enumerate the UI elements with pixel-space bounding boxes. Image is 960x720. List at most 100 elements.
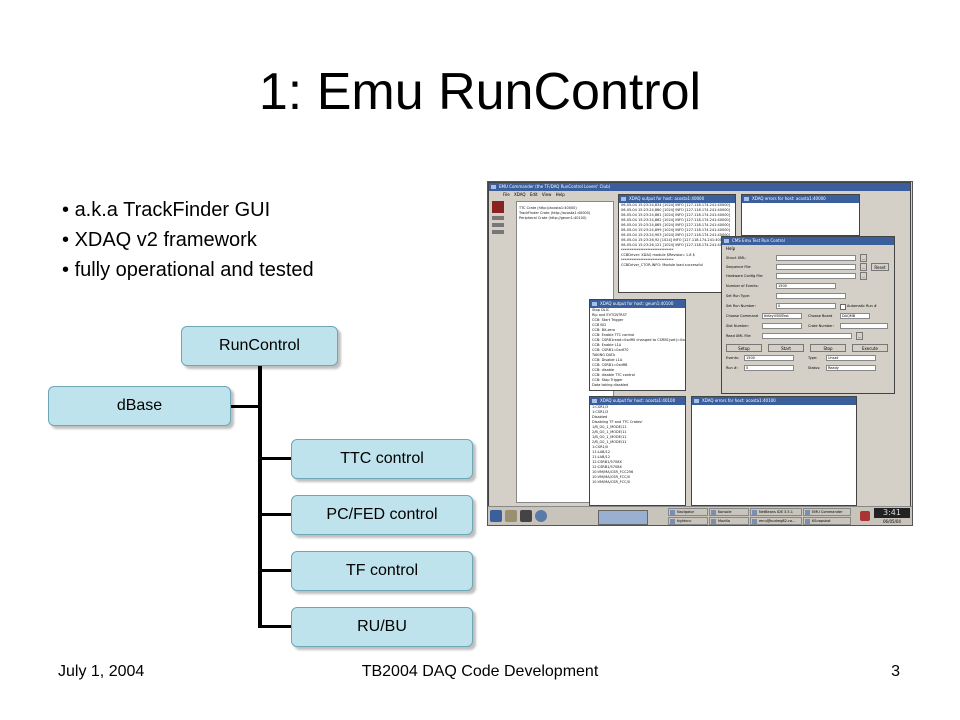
slot-number-field[interactable] — [762, 323, 802, 329]
window-icon — [744, 197, 749, 201]
crate-icon — [492, 230, 504, 234]
task-netbeans[interactable]: NetBeans IDE 3.5.1 — [750, 508, 802, 516]
connector-line — [258, 569, 291, 572]
menu-xdaq[interactable]: XDAQ — [513, 192, 526, 197]
start-menu-icon[interactable] — [490, 510, 502, 522]
task-konsole[interactable]: Konsole — [709, 508, 749, 516]
sequence-file-field[interactable] — [776, 264, 856, 270]
menu-help[interactable]: Help — [555, 192, 565, 197]
crate-number-field[interactable] — [840, 323, 888, 329]
page-number: 3 — [891, 663, 900, 680]
log-line: 10:VM/MA/CSR_FCC/0 — [592, 475, 630, 479]
run-number-label: Set Run Number: — [726, 304, 756, 308]
window-title: CMS Emu Test Run Control — [732, 238, 785, 243]
window-titlebar[interactable]: XDAQ errors for host: acosta1:40000 — [742, 195, 859, 203]
home-icon[interactable] — [505, 510, 517, 522]
task-emu-shell[interactable]: emu@burkeg82.co... — [750, 517, 802, 525]
tree-item[interactable]: Peripheral Crate (http://geum1:40100) — [519, 216, 587, 220]
menu-file[interactable]: File — [503, 192, 510, 197]
window-title: XDAQ output for host: acosta1:40000 — [629, 196, 705, 201]
task-label: Mozilla — [718, 519, 731, 523]
date: 06/05/04 — [883, 519, 901, 524]
window-title: XDAQ output for host: acosta1:40100 — [600, 398, 676, 403]
auto-run-checkbox[interactable] — [840, 304, 846, 310]
log-line: 06-05-04 15:23:26,92 [1024] INFO [127.11… — [621, 238, 728, 242]
crate-icon — [492, 223, 504, 227]
log-line: 11:LAB/12 — [592, 455, 611, 459]
log-line: 10:VM/MA/CSR_FCC/0 — [592, 480, 630, 484]
run-type-select[interactable] — [776, 293, 846, 299]
window-icon — [621, 197, 626, 201]
start-button[interactable]: Start — [768, 344, 804, 352]
pager[interactable] — [598, 510, 648, 525]
org-node-pcfed-control: PC/FED control — [291, 495, 473, 535]
task-emu-commander[interactable]: EMU Commander — [803, 508, 851, 516]
clock: 3:41 — [874, 508, 910, 518]
run-control-window: CMS Emu Test Run Control Help Struct XML… — [721, 236, 895, 394]
menu-edit[interactable]: Edit — [529, 192, 538, 197]
menu-view[interactable]: View — [541, 192, 552, 197]
org-node-runcontrol: RunControl — [181, 326, 338, 366]
task-navigator[interactable]: Navigator — [668, 508, 708, 516]
log-line: 1/B_G0_1_MODE/11 — [592, 435, 627, 439]
tree-item[interactable]: TrackFinder Crate (http://acosta1:40000) — [519, 211, 591, 215]
read-xml-field[interactable] — [762, 333, 852, 339]
reset-button[interactable]: Reset — [871, 263, 889, 271]
window-icon — [724, 239, 729, 243]
ksnapshot-icon — [805, 519, 810, 524]
browse-button[interactable]: … — [860, 272, 867, 280]
log-line: 06-05-04 15:23:24,860 [1024] INFO [127.1… — [621, 208, 731, 212]
window-titlebar[interactable]: XDAQ errors for host: acosta1:40100 — [692, 397, 856, 405]
log-line: 1:CSR1/0 — [592, 445, 609, 449]
setup-button[interactable]: Setup — [726, 344, 762, 352]
bullet-item: fully operational and tested — [62, 255, 314, 285]
task-mozilla[interactable]: Mozilla — [709, 517, 749, 525]
log-line: ****************************** — [621, 248, 674, 252]
crate-icon — [492, 216, 504, 220]
browse-button[interactable]: … — [860, 263, 867, 271]
window-titlebar[interactable]: XDAQ output for host: acosta1:40000 — [619, 195, 735, 203]
choose-command-select[interactable]: tkKeyVSBITest — [762, 313, 802, 319]
connector-line — [258, 625, 291, 628]
browser-icon[interactable] — [535, 510, 547, 522]
log-line: 2/B_G0_1_MODE/11 — [592, 430, 627, 434]
task-ksnapshot[interactable]: KSnapshot — [803, 517, 851, 525]
connector-line — [230, 405, 260, 408]
log-line: 06-05-04 15:23:24,861 [1024] INFO [127.1… — [621, 213, 731, 217]
commander-icon — [805, 510, 810, 515]
log-line: CCB: Stop Trigger — [592, 378, 623, 382]
run-number-status-label: Run #: — [726, 366, 738, 370]
struct-xml-field[interactable] — [776, 255, 856, 261]
log-line: CCB: Enable TTC control — [592, 333, 635, 337]
choose-board-select[interactable]: DAQMB — [840, 313, 870, 319]
log-line: Disabled — [592, 415, 608, 419]
num-events-field[interactable]: 1500 — [776, 283, 836, 289]
window-titlebar[interactable]: CMS Emu Test Run Control — [722, 237, 894, 245]
log-line: 1:CSR1/3 — [592, 405, 609, 409]
type-label: Type: — [808, 356, 818, 360]
commander-titlebar: EMU Commander (the TF/DAQ RunControl Lov… — [489, 183, 910, 191]
window-titlebar[interactable]: XDAQ output for host: acosta1:40100 — [590, 397, 685, 405]
shell-icon — [752, 519, 757, 524]
task-tightvnc[interactable]: tightvnc — [668, 517, 708, 525]
log-line: CCB BCI — [592, 323, 607, 327]
browse-button[interactable]: … — [860, 254, 867, 262]
window-icon — [592, 399, 597, 403]
app-icon — [491, 185, 496, 189]
menu-help[interactable]: Help — [726, 246, 736, 251]
terminal-icon[interactable] — [520, 510, 532, 522]
window-titlebar[interactable]: XDAQ output for host: geum1:40100 — [590, 300, 685, 308]
hardware-config-field[interactable] — [776, 273, 856, 279]
tray-icon[interactable] — [860, 511, 870, 521]
execute-button[interactable]: Execute — [852, 344, 888, 352]
browse-button[interactable]: … — [856, 332, 863, 340]
log-line: 06-05-04 15:23:26,121 [1024] INFO [127.1… — [621, 243, 731, 247]
xdaq-output-window-3: XDAQ output for host: acosta1:40100 1:CS… — [589, 396, 686, 506]
taskbar: Navigator tightvnc Konsole Mozilla NetBe… — [488, 506, 912, 525]
stop-button[interactable]: Stop — [810, 344, 846, 352]
log-line: 11:LAB/12 — [592, 450, 611, 454]
run-number-field[interactable]: 0 — [776, 303, 836, 309]
commander-title: EMU Commander (the TF/DAQ RunControl Lov… — [499, 184, 611, 189]
tree-item[interactable]: TTC Crate (http://acosta1:40000) — [519, 206, 577, 210]
